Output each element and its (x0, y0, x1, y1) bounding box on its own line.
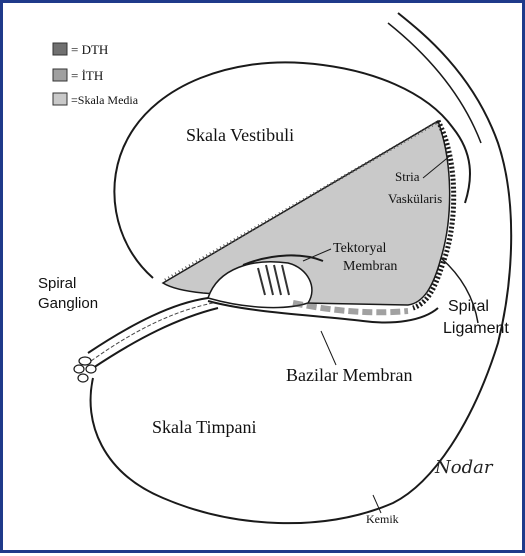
cochlea-diagram: = DTH = İTH =Skala Media Skala Vestibuli… (3, 3, 525, 556)
label-skala-vestibuli: Skala Vestibuli (186, 125, 294, 145)
pointer-bazilar (321, 331, 336, 365)
label-tektoryal: Tektoryal (333, 241, 387, 256)
nerve-fibers (91, 303, 213, 361)
legend-swatch-media (53, 93, 67, 105)
artist-signature: Nodar (434, 457, 494, 478)
label-spiral-ligament-1: Spiral (448, 298, 489, 315)
legend-ith: = İTH (71, 68, 103, 83)
legend-dth: = DTH (71, 42, 108, 57)
label-spiral-ganglion-1: Spiral (38, 275, 76, 292)
legend-media: =Skala Media (71, 93, 139, 107)
label-bazilar-membran: Bazilar Membran (286, 365, 412, 385)
label-spiral-ganglion-2: Ganglion (38, 295, 98, 312)
label-skala-timpani: Skala Timpani (152, 417, 257, 437)
legend-swatch-ith (53, 69, 67, 81)
label-vaskularis: Vaskülaris (388, 191, 442, 206)
label-stria: Stria (395, 169, 420, 184)
label-kemik: Kemik (366, 512, 399, 526)
label-membran: Membran (343, 259, 397, 274)
label-spiral-ligament-2: Ligament (443, 320, 509, 337)
legend-swatch-dth (53, 43, 67, 55)
spiral-lamina-upper (88, 298, 208, 353)
